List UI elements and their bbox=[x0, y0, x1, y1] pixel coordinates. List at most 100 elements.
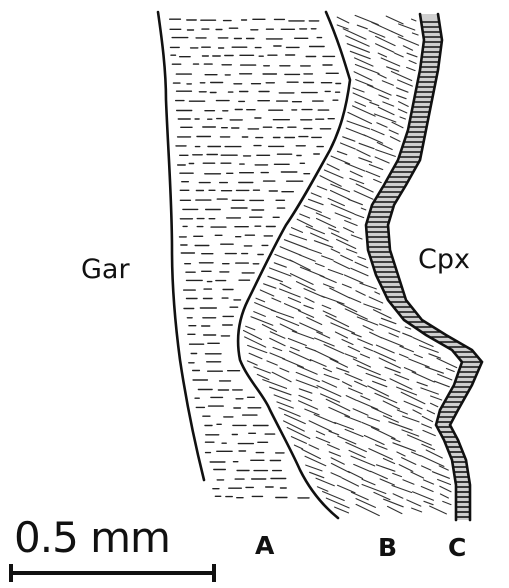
zone-b-texture-stroke bbox=[311, 193, 321, 197]
zone-b-texture-stroke bbox=[398, 37, 418, 45]
zone-b-texture-stroke bbox=[393, 443, 416, 451]
zone-b-texture-stroke bbox=[397, 410, 407, 414]
zone-b-texture-stroke bbox=[351, 492, 368, 500]
zone-b-texture-stroke bbox=[331, 463, 349, 472]
zone-b-texture-stroke bbox=[246, 326, 255, 330]
zone-b-texture-stroke bbox=[283, 359, 304, 368]
zone-b-texture-stroke bbox=[354, 191, 373, 199]
zone-b-texture-stroke bbox=[310, 472, 324, 477]
zone-b-texture-stroke bbox=[285, 304, 301, 311]
zone-b-texture-stroke bbox=[385, 367, 400, 373]
zone-b-texture-stroke bbox=[280, 368, 289, 372]
zone-b-texture-stroke bbox=[291, 274, 314, 285]
zone-b-texture-stroke bbox=[280, 283, 291, 288]
clinopyroxene-label: Cpx bbox=[418, 244, 470, 275]
zone-b-texture-stroke bbox=[432, 472, 449, 479]
zone-b-texture-stroke bbox=[360, 283, 376, 289]
zone-b-texture-stroke bbox=[323, 492, 345, 501]
zone-b-texture-stroke bbox=[359, 158, 372, 163]
zone-b-texture-stroke bbox=[357, 150, 370, 157]
zone-b-texture-stroke bbox=[326, 315, 349, 326]
zone-b-texture-stroke bbox=[264, 284, 276, 288]
zone-b-texture-stroke bbox=[376, 345, 394, 353]
zone-b-texture-stroke bbox=[328, 445, 340, 450]
zone-b-texture-stroke bbox=[347, 121, 370, 129]
zone-b-texture-stroke bbox=[355, 65, 379, 74]
zone-b-texture-stroke bbox=[292, 228, 303, 233]
zone-b-texture-stroke bbox=[368, 417, 380, 421]
zone-b-texture-stroke bbox=[317, 219, 336, 228]
zone-b-texture-stroke bbox=[395, 53, 404, 57]
zone-b-texture-stroke bbox=[280, 289, 301, 297]
zone-b-texture-stroke bbox=[352, 333, 362, 337]
zone-b-texture-stroke bbox=[389, 333, 398, 337]
zone-b-texture-stroke bbox=[371, 471, 388, 478]
zone-b-texture-stroke bbox=[383, 401, 399, 409]
zone-b-texture-stroke bbox=[350, 171, 362, 177]
zone-b-texture-stroke bbox=[426, 450, 442, 458]
zone-b-texture-stroke bbox=[280, 247, 301, 256]
zone-b-texture-stroke bbox=[378, 53, 386, 57]
zone-b-texture-stroke bbox=[335, 332, 347, 338]
zone-b-texture-stroke bbox=[348, 112, 372, 123]
zone-b-texture-stroke bbox=[329, 228, 339, 232]
zone-b-texture-stroke bbox=[399, 465, 413, 472]
zone-b-texture-stroke bbox=[440, 486, 451, 492]
zone-b-texture-stroke bbox=[376, 36, 396, 45]
zone-b-texture-stroke bbox=[392, 486, 412, 493]
zone-b-texture-stroke bbox=[375, 292, 380, 294]
zone-b-texture-stroke bbox=[369, 165, 382, 170]
zone-b-texture-stroke bbox=[341, 255, 353, 260]
zone-b-texture-stroke bbox=[274, 263, 286, 267]
zone-b-texture-stroke bbox=[353, 359, 370, 367]
zone-b-texture-stroke bbox=[320, 276, 336, 283]
zone-b-texture-stroke bbox=[378, 74, 386, 78]
zone-b-texture-stroke bbox=[307, 318, 322, 325]
zone-b-texture-stroke bbox=[343, 382, 352, 387]
zone-b-texture-stroke bbox=[271, 310, 293, 318]
zone-b-texture-stroke bbox=[273, 347, 282, 350]
zone-b-texture-stroke bbox=[317, 386, 341, 397]
zone-b-texture-stroke bbox=[314, 415, 335, 424]
zone-a-label: A bbox=[255, 531, 275, 560]
zone-b-texture-stroke bbox=[398, 109, 406, 113]
zone-b-texture-stroke bbox=[300, 214, 310, 218]
zone-b-texture-stroke bbox=[364, 304, 381, 310]
zone-b-texture-stroke bbox=[357, 317, 377, 325]
zone-b-texture-stroke bbox=[364, 135, 383, 143]
zone-b-texture-stroke bbox=[413, 492, 434, 500]
zone-b-texture-stroke bbox=[353, 93, 371, 101]
zone-b-texture-stroke bbox=[443, 501, 451, 504]
zone-b-texture-stroke bbox=[332, 233, 348, 241]
zone-b-texture-stroke bbox=[414, 354, 422, 357]
zone-b-texture-stroke bbox=[290, 234, 307, 240]
zone-b-texture-stroke bbox=[350, 51, 370, 58]
zone-b-texture-stroke bbox=[407, 500, 421, 506]
zone-b-texture-stroke bbox=[292, 331, 313, 339]
zone-b-texture-stroke bbox=[337, 240, 356, 249]
zone-b-texture-stroke bbox=[407, 435, 431, 445]
zone-b-texture-stroke bbox=[384, 499, 404, 507]
zone-b-texture-stroke bbox=[343, 137, 355, 141]
zone-b-texture-stroke bbox=[270, 332, 285, 339]
zone-b-texture-stroke bbox=[302, 449, 321, 458]
zone-b-texture-stroke bbox=[431, 403, 438, 406]
zone-b-texture-stroke bbox=[403, 333, 412, 337]
zone-b-texture-stroke bbox=[404, 401, 422, 409]
zone-b-texture-stroke bbox=[383, 102, 394, 106]
zone-b-texture-stroke bbox=[363, 326, 373, 331]
zone-b-texture-stroke bbox=[272, 298, 281, 302]
zone-b-texture-stroke bbox=[355, 102, 366, 107]
zone-b-texture-stroke bbox=[424, 501, 433, 504]
zone-b-texture-stroke bbox=[331, 191, 350, 200]
zone-b-texture-stroke bbox=[335, 507, 349, 513]
zone-b-texture-stroke bbox=[338, 485, 356, 492]
zone-b-texture-stroke bbox=[375, 114, 396, 122]
zone-b-texture-stroke bbox=[341, 143, 356, 149]
zone-b-texture-stroke bbox=[417, 382, 427, 386]
zone-b-texture-stroke bbox=[393, 494, 403, 498]
zone-b-label: B bbox=[378, 533, 397, 562]
zone-b-texture-stroke bbox=[345, 163, 365, 171]
zone-b-texture-stroke bbox=[316, 431, 324, 435]
